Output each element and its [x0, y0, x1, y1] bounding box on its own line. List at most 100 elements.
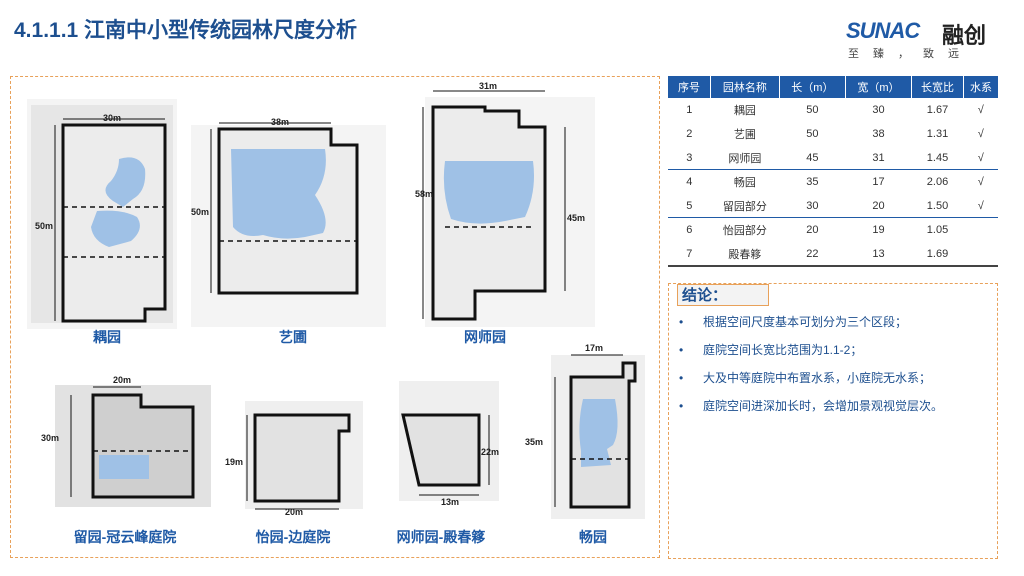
list-item: • 庭院空间进深加长时，会增加景观视觉层次。	[669, 398, 999, 426]
plan-liuyuan: 20m 30m	[41, 375, 211, 507]
table-cell: 1.31	[911, 121, 964, 146]
table-cell: 20	[845, 193, 912, 218]
dim-ouyuan-width: 30m	[103, 113, 122, 123]
logo-tagline: 至臻，致远	[848, 48, 973, 60]
plan-yiyuan: 19m 20m	[225, 401, 363, 517]
dim-yipu-width: 38m	[271, 117, 290, 127]
plan-name-yiyuan: 怡园-边庭院	[255, 529, 331, 545]
sunac-logo: SUNAC 融创 至臻，致远	[846, 18, 996, 60]
dim-changyuan-width: 17m	[585, 343, 604, 353]
table-cell: 7	[668, 241, 711, 267]
dim-yipu-length: 50m	[191, 207, 210, 217]
table-cell: 31	[845, 145, 912, 170]
plan-name-wangshi: 网师园	[464, 329, 506, 345]
plan-dianchun: 22m 13m	[399, 381, 509, 511]
table-row: 5 留园部分 30 20 1.50 √	[668, 193, 998, 218]
table-header: 水系	[963, 76, 998, 98]
table-cell: 17	[845, 169, 912, 194]
conclusion-text: 庭院空间进深加长时，会增加景观视觉层次。	[703, 399, 944, 413]
table-header-row: 序号 园林名称 长（m） 宽（m） 长宽比 水系	[668, 76, 998, 98]
plan-wangshi: 31m 58m 45m	[415, 81, 595, 327]
conclusion-text: 庭院空间长宽比范围为1.1-2；	[703, 343, 863, 357]
table-cell: 耦园	[710, 98, 780, 122]
table-header: 序号	[668, 76, 711, 98]
list-item: • 庭院空间长宽比范围为1.1-2；	[669, 342, 999, 370]
table-row: 7 殿春簃 22 13 1.69	[668, 241, 998, 267]
table-header: 园林名称	[710, 76, 780, 98]
plan-name-yipu: 艺圃	[279, 329, 307, 345]
table-cell: 艺圃	[710, 121, 780, 146]
conclusion-text: 大及中等庭院中布置水系，小庭院无水系；	[703, 371, 932, 385]
list-item: • 大及中等庭院中布置水系，小庭院无水系；	[669, 370, 999, 398]
table-cell: 1.69	[911, 241, 964, 267]
table-cell	[963, 241, 998, 267]
logo-brand: SUNAC	[846, 18, 920, 43]
table-cell: 35	[779, 169, 846, 194]
conclusion-title: 结论：	[677, 284, 769, 306]
table-cell: 1.67	[911, 98, 964, 122]
plan-yiyuan-drawing	[245, 401, 363, 510]
dim-wangshi-length2: 45m	[567, 213, 586, 223]
plan-name-changyuan: 畅园	[579, 529, 607, 545]
table-row: 3 网师园 45 31 1.45 √	[668, 145, 998, 170]
table-cell: 3	[668, 145, 711, 170]
plan-ouyuan: 30m 50m	[27, 99, 177, 329]
table-cell: 1.05	[911, 217, 964, 242]
plan-yipu-drawing	[191, 122, 386, 327]
table-cell: 20	[779, 217, 846, 242]
table-cell: 怡园部分	[710, 217, 780, 242]
list-item: •根据空间尺度基本可划分为三个区段；	[669, 314, 999, 342]
plans-panel: 30m 50m 耦园 38m 50m 艺圃 31m 58m 45m 网师	[10, 76, 660, 558]
plan-name-ouyuan: 耦园	[93, 329, 121, 345]
table-cell: √	[963, 169, 998, 194]
table-cell: 留园部分	[710, 193, 780, 218]
table-cell: 19	[845, 217, 912, 242]
dim-changyuan-length: 35m	[525, 437, 544, 447]
table-cell: 13	[845, 241, 912, 267]
table-cell: 1.45	[911, 145, 964, 170]
table-cell: √	[963, 98, 998, 122]
conclusion-list: •根据空间尺度基本可划分为三个区段； • 庭院空间长宽比范围为1.1-2； • 大及…	[669, 314, 999, 426]
table-row: 6 怡园部分 20 19 1.05	[668, 217, 998, 242]
plan-name-dianchun: 网师园-殿春簃	[396, 529, 486, 545]
table-cell: √	[963, 121, 998, 146]
table-cell: 22	[779, 241, 846, 267]
plan-liuyuan-drawing	[55, 385, 211, 507]
plan-changyuan: 17m 35m	[525, 341, 645, 519]
conclusion-box: 结论： •根据空间尺度基本可划分为三个区段； • 庭院空间长宽比范围为1.1-2；…	[668, 283, 998, 559]
logo-cn: 融创	[942, 23, 987, 48]
table-cell: √	[963, 145, 998, 170]
table-cell: 1.50	[911, 193, 964, 218]
table-header: 长宽比	[911, 76, 965, 98]
dim-yiyuan-length: 19m	[225, 457, 244, 467]
table-cell: 2.06	[911, 169, 964, 194]
scale-table: 序号 园林名称 长（m） 宽（m） 长宽比 水系 1 耦园 50 30 1.67…	[668, 76, 998, 267]
dim-wangshi-width: 31m	[479, 81, 498, 91]
dim-dianchun-width: 13m	[441, 497, 460, 507]
table-cell: 4	[668, 169, 711, 194]
bullet-icon: •	[679, 315, 684, 329]
plan-changyuan-drawing	[551, 354, 645, 519]
dim-wangshi-length: 58m	[415, 189, 434, 199]
table-cell: 30	[845, 98, 912, 122]
dim-liuyuan-width: 20m	[113, 375, 132, 385]
table-row: 2 艺圃 50 38 1.31 √	[668, 121, 998, 146]
dim-dianchun-length: 22m	[481, 447, 500, 457]
plan-ouyuan-drawing	[27, 99, 177, 329]
table-header: 长（m）	[779, 76, 846, 98]
plan-name-liuyuan: 留园-冠云峰庭院	[73, 529, 177, 545]
bullet-icon: •	[679, 371, 684, 385]
table-cell: 6	[668, 217, 711, 242]
table-cell: 2	[668, 121, 711, 146]
bullet-icon: •	[679, 343, 684, 357]
table-cell: 5	[668, 193, 711, 218]
page-title: 4.1.1.1 江南中小型传统园林尺度分析	[14, 19, 358, 42]
dim-yiyuan-width: 20m	[285, 507, 304, 517]
table-cell: 畅园	[710, 169, 780, 194]
table-cell: 50	[779, 121, 846, 146]
table-cell: 网师园	[710, 145, 780, 170]
plan-wangshi-drawing	[422, 90, 595, 327]
plan-yipu: 38m 50m	[191, 115, 386, 327]
dim-ouyuan-length: 50m	[35, 221, 54, 231]
bullet-icon: •	[679, 399, 684, 413]
